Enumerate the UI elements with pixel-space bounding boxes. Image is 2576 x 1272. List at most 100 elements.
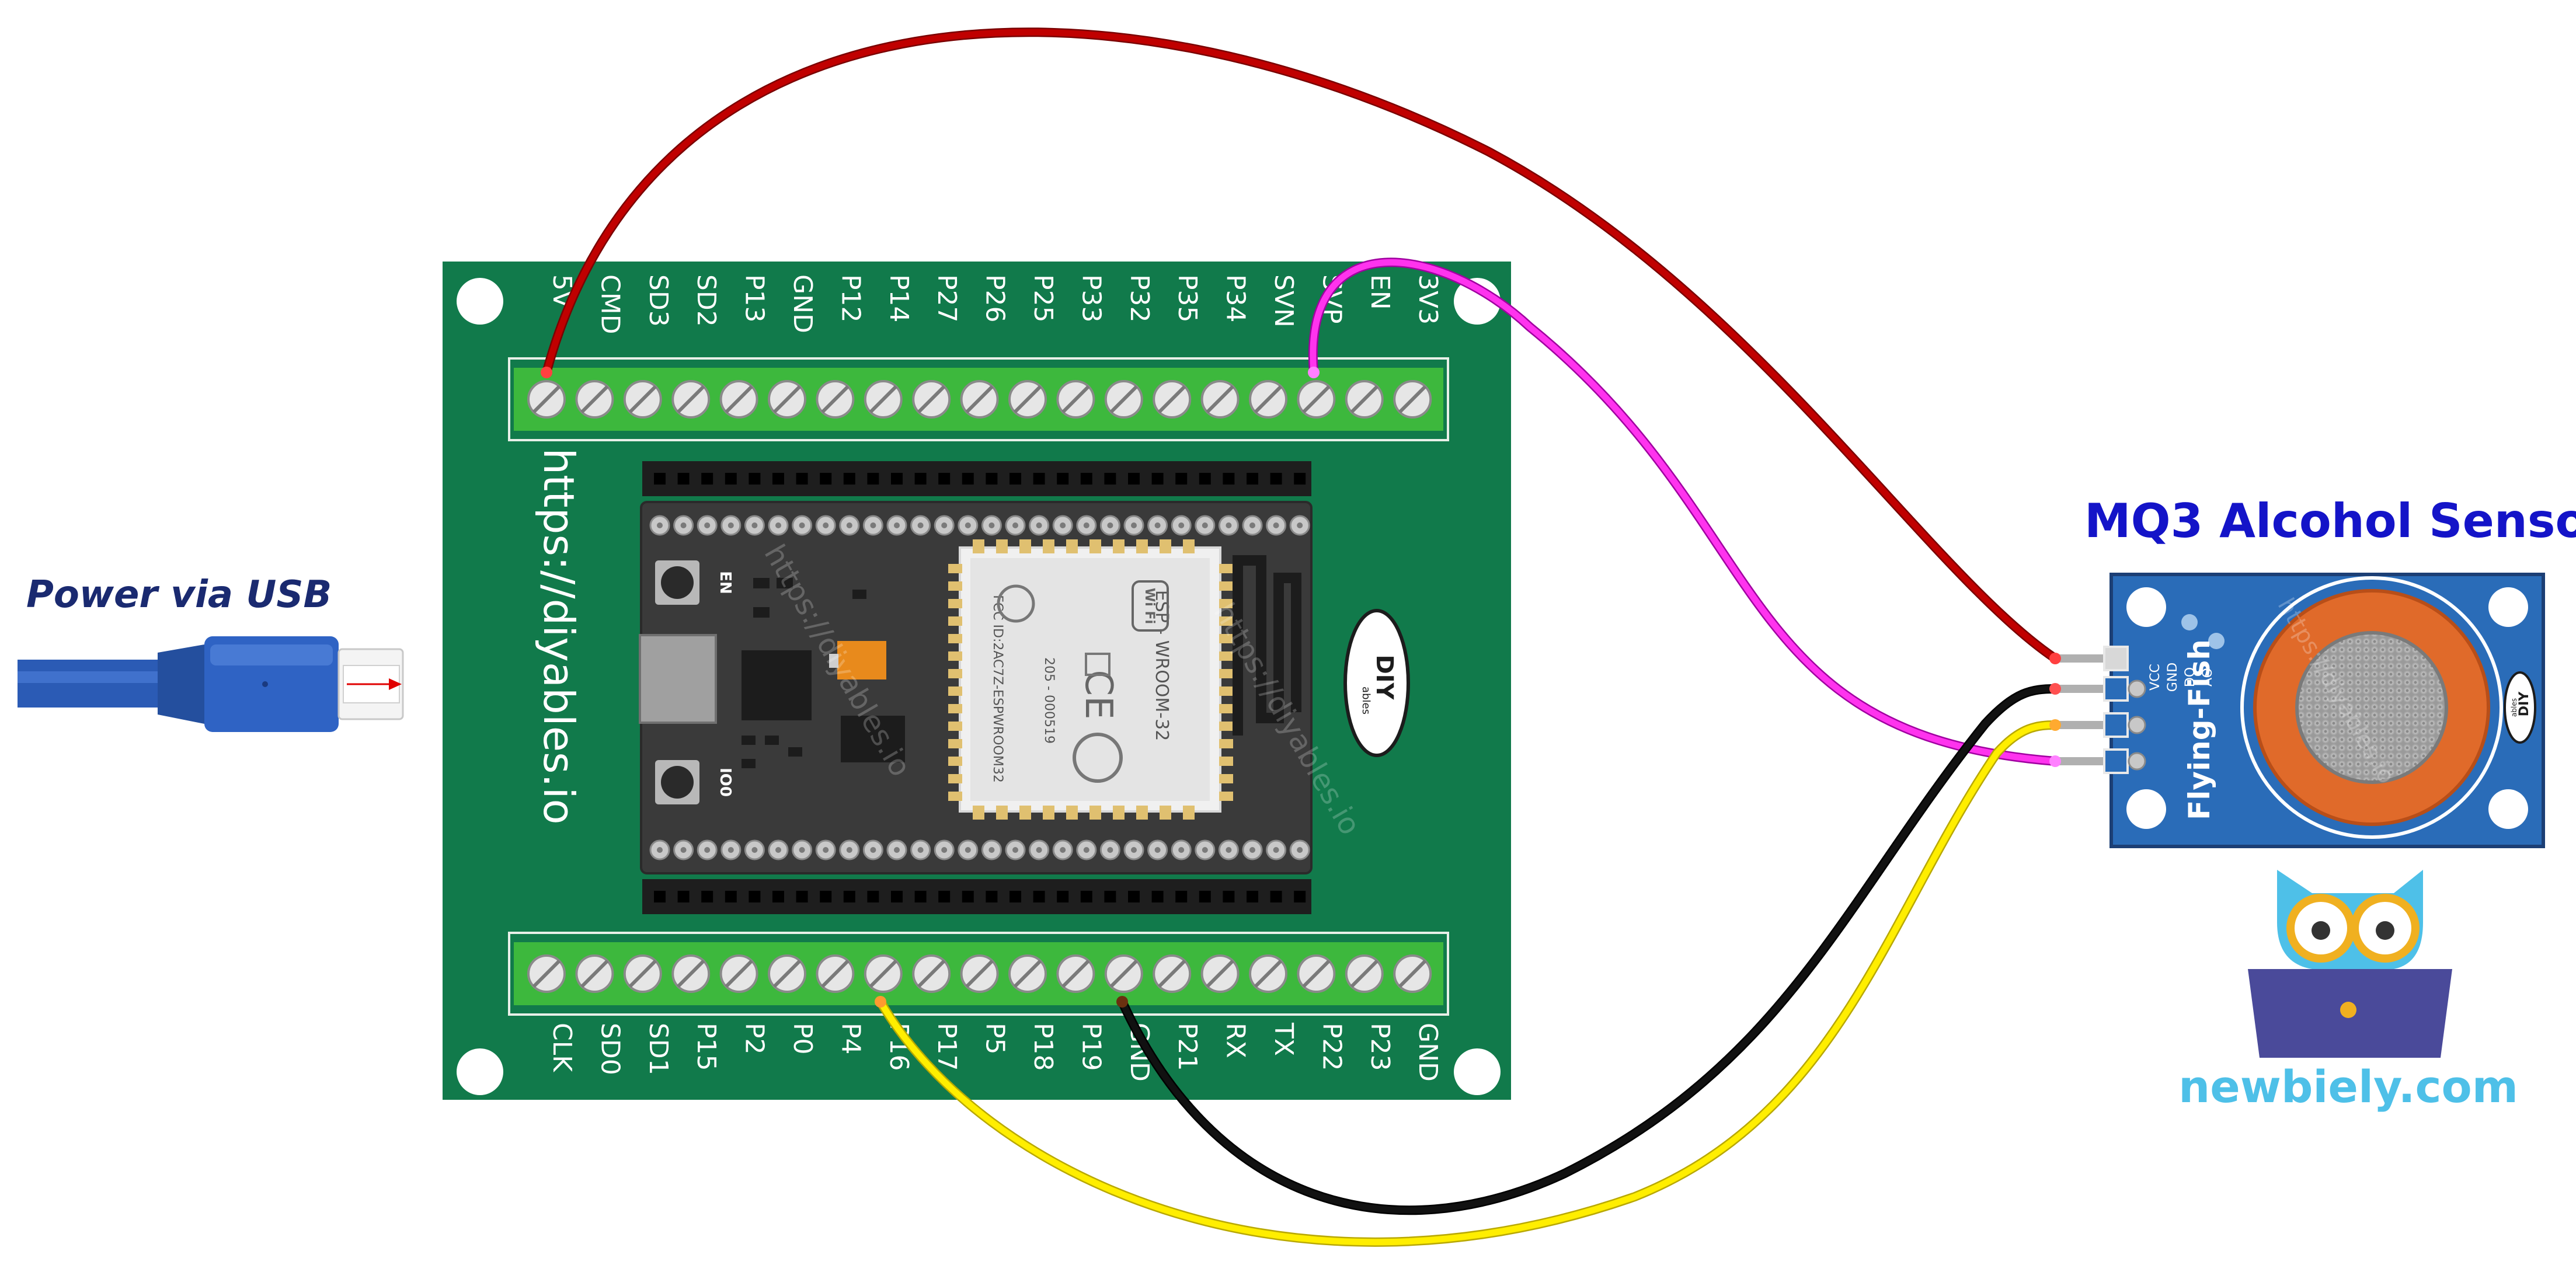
sensor-diyables-logo: DIY ables xyxy=(2504,671,2536,744)
wroom-pad xyxy=(1219,757,1233,766)
sensor-wire-end-do xyxy=(2049,719,2061,731)
board-diyables-logo: DIY ables xyxy=(1343,609,1410,757)
bottom-pin-label: TX xyxy=(1269,1022,1299,1056)
header-hole-bottom xyxy=(1199,891,1211,902)
bottom-terminal-p18-10 xyxy=(1008,954,1047,993)
mount-hole-tl xyxy=(457,278,503,325)
mount-hole-bl xyxy=(457,1048,503,1095)
header-hole-top xyxy=(843,473,855,485)
top-terminal-p12-6 xyxy=(816,380,855,419)
usb-uart-chip xyxy=(742,650,812,720)
sensor-pin-do xyxy=(2055,712,2146,738)
wroom-pad xyxy=(1219,686,1233,696)
top-terminal-p13-4 xyxy=(719,380,758,419)
bottom-pin-label: SD0 xyxy=(595,1023,625,1075)
top-terminal-frame xyxy=(508,357,1449,441)
wroom-pad xyxy=(1136,806,1148,820)
top-pin-label: EN xyxy=(1365,274,1395,310)
header-hole-top xyxy=(701,473,713,485)
wroom-pad xyxy=(1219,634,1233,643)
top-pin-label: P12 xyxy=(836,274,865,323)
wroom-pad xyxy=(1219,774,1233,783)
top-pin-label: SVN xyxy=(1269,274,1299,327)
header-hole-bottom xyxy=(1175,891,1188,902)
header-hole-top xyxy=(1128,473,1140,485)
wroom-pad xyxy=(948,774,962,783)
sensor-pin-header xyxy=(2055,646,2146,774)
bottom-terminal-p0-5 xyxy=(768,954,806,993)
top-terminal-p26-9 xyxy=(960,380,999,419)
top-pin-label: P14 xyxy=(884,274,914,323)
wroom-pad xyxy=(948,722,962,731)
wroom-pad xyxy=(948,634,962,643)
wroom-pad xyxy=(1219,564,1233,573)
header-hole-bottom xyxy=(796,891,808,902)
bottom-terminal-p21-13 xyxy=(1153,954,1192,993)
wroom-pad xyxy=(1160,806,1171,820)
io0-button: IO0 xyxy=(655,760,734,804)
header-hole-bottom xyxy=(1128,891,1140,902)
wroom-pad xyxy=(948,581,962,591)
top-pin-label: CMD xyxy=(595,274,625,334)
bottom-terminal-tx-15 xyxy=(1249,954,1287,993)
sensor-hole-br xyxy=(2488,789,2528,829)
sensor-hole-tl xyxy=(2126,587,2166,627)
wire-end-svp xyxy=(1308,367,1320,378)
ce-mark-icon: CE xyxy=(1077,670,1120,719)
wroom-pad xyxy=(948,599,962,608)
header-hole-bottom xyxy=(701,891,713,902)
top-pin-label: SD3 xyxy=(643,274,673,327)
bottom-terminal-p16-7 xyxy=(864,954,903,993)
header-hole-top xyxy=(1151,473,1164,485)
bottom-pin-label: RX xyxy=(1221,1023,1251,1058)
brand-label: newbiely.com xyxy=(2178,1061,2518,1113)
sensor-pin-label: AO xyxy=(2201,668,2215,686)
header-hole-top xyxy=(1080,473,1092,485)
header-hole-bottom xyxy=(1247,891,1258,902)
svg-text:ables: ables xyxy=(1360,686,1372,715)
wroom-pad xyxy=(1066,539,1078,553)
top-terminal-sd3-2 xyxy=(623,380,662,419)
usb-cable: Power via USB xyxy=(18,573,404,732)
power-label: Power via USB xyxy=(26,573,332,616)
en-button: EN xyxy=(655,560,734,605)
top-terminal-3v3-18 xyxy=(1393,380,1432,419)
bottom-pin-label: CLK xyxy=(547,1023,577,1072)
sensor-pin-label: GND xyxy=(2166,663,2180,692)
r-mark-icon xyxy=(1085,653,1111,676)
sensor-wire-end-vcc xyxy=(2049,653,2061,664)
header-hole-top xyxy=(867,473,879,485)
mount-hole-br xyxy=(1454,1048,1501,1095)
bottom-pin-label: P5 xyxy=(980,1023,1010,1055)
header-hole-top xyxy=(796,473,808,485)
bottom-terminal-p15-3 xyxy=(671,954,711,993)
header-hole-bottom xyxy=(654,891,666,902)
header-hole-bottom xyxy=(1033,891,1045,902)
wroom-pad xyxy=(1043,539,1054,553)
wroom-pad xyxy=(1113,539,1125,553)
gas-sensor-mesh xyxy=(2295,631,2448,784)
sensor-title: MQ3 Alcohol Sensor xyxy=(2084,494,2576,548)
header-hole-top xyxy=(677,473,690,485)
header-hole-bottom xyxy=(725,891,737,902)
bottom-terminal-p17-8 xyxy=(912,954,951,993)
wroom-pads xyxy=(948,539,1233,820)
header-hole-top xyxy=(1270,473,1282,485)
wroom-pad xyxy=(1136,539,1148,553)
header-hole-bottom xyxy=(962,891,974,902)
wroom-pad xyxy=(1219,599,1233,608)
top-pin-label: 3V3 xyxy=(1413,274,1443,325)
bottom-pin-label: P21 xyxy=(1172,1023,1202,1071)
wroom-pad xyxy=(948,686,962,696)
bottom-pin-label: P23 xyxy=(1365,1023,1395,1071)
top-terminal-cmd-1 xyxy=(575,380,614,419)
header-hole-top xyxy=(1199,473,1211,485)
top-terminal-p25-10 xyxy=(1008,380,1047,419)
bottom-pin-label: P22 xyxy=(1317,1023,1346,1071)
bottom-pin-label: P19 xyxy=(1076,1023,1106,1071)
wroom-pad xyxy=(1219,792,1233,801)
sensor-pin-gnd xyxy=(2055,676,2146,702)
wroom-pad xyxy=(1183,806,1195,820)
voltage-regulator xyxy=(837,641,886,679)
